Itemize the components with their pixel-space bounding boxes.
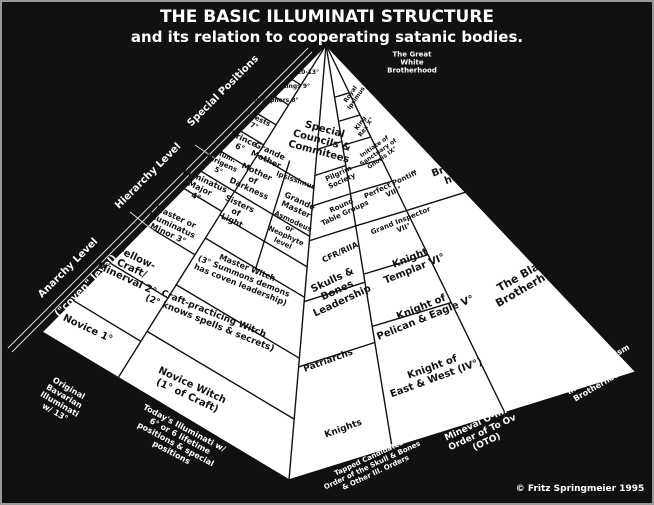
row-divider	[314, 164, 347, 177]
row-divider	[183, 187, 223, 213]
mother-of-darkness-text: of	[247, 174, 259, 186]
row-divider	[219, 214, 308, 268]
degree-prince-text: 6°	[234, 141, 246, 153]
column-divider	[325, 44, 393, 448]
great-white-brotherhood-text: The Great	[393, 50, 433, 58]
row-divider	[342, 136, 371, 147]
degree-philosophers-text: Philosophers 8°	[245, 97, 298, 104]
row-divider	[334, 92, 350, 98]
row-divider	[257, 154, 315, 190]
row-divider	[309, 225, 356, 242]
level-arrow	[7, 47, 313, 353]
row-divider	[312, 193, 351, 207]
copyright: © Fritz Springmeier 1995	[516, 484, 645, 494]
column-divider	[288, 44, 327, 481]
row-divider	[363, 254, 429, 275]
level-divider	[129, 211, 161, 237]
row-divider	[346, 158, 382, 171]
row-divider	[316, 140, 343, 151]
great-white-brotherhood-text: White	[400, 58, 423, 66]
degree-kings-text: Kings 9°	[282, 83, 310, 90]
row-divider	[355, 209, 407, 227]
row-divider	[303, 281, 366, 303]
subtitle: and its relation to cooperating satanic …	[131, 28, 523, 46]
row-divider	[205, 237, 305, 298]
degree-major-text: 4°	[190, 191, 202, 203]
pyramid-grid	[72, 44, 506, 481]
row-divider	[240, 130, 264, 146]
row-divider	[350, 180, 393, 195]
row-divider	[146, 225, 196, 256]
degree-dirigens-text: 5°	[213, 165, 224, 176]
row-divider	[406, 191, 466, 212]
row-divider	[72, 299, 142, 342]
degree-10-13-text: 10-13°	[297, 69, 319, 76]
row-divider	[291, 78, 302, 86]
row-divider	[371, 301, 452, 328]
degree-priests-text: 7°	[249, 121, 260, 132]
row-divider	[109, 262, 169, 299]
arrow-line	[7, 47, 309, 349]
row-divider	[200, 170, 235, 193]
row-divider	[338, 114, 361, 123]
row-divider	[298, 341, 376, 368]
degree-philosophers: Philosophers 8°	[245, 97, 298, 104]
row-divider	[146, 330, 295, 420]
sisters-of-light-text: of	[230, 206, 242, 218]
great-white-brotherhood-text: Brotherhood	[387, 67, 437, 75]
row-divider	[220, 150, 250, 169]
asmodeus-text: or	[284, 223, 295, 234]
arrow-line	[11, 51, 313, 353]
row-divider	[234, 190, 311, 238]
row-divider	[257, 113, 277, 126]
row-divider	[175, 284, 300, 359]
level-divider	[194, 144, 233, 171]
row-divider	[274, 96, 289, 106]
title: THE BASIC ILLUMINATI STRUCTURE	[160, 7, 494, 27]
degree-kings: Kings 9°	[282, 83, 310, 90]
degree-10-13: 10-13°	[297, 69, 319, 76]
column-divider	[325, 44, 506, 414]
